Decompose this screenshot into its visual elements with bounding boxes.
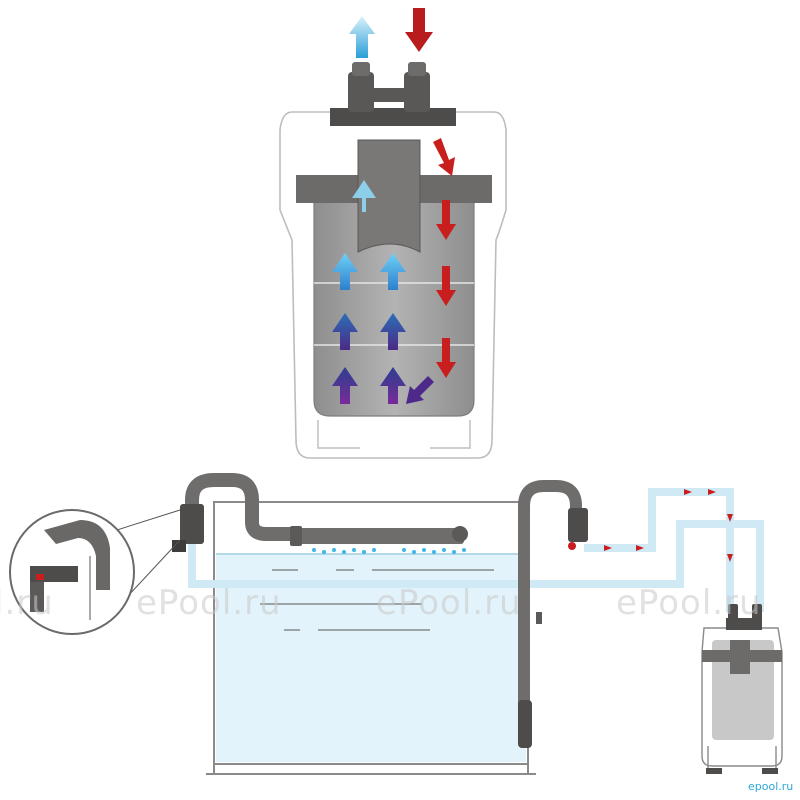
hose-in [548, 520, 764, 612]
central-tube [357, 139, 421, 253]
canister-filter-small [701, 604, 783, 774]
arrow-right-icon [636, 545, 644, 551]
arrow-up-icon [332, 253, 358, 290]
arrow-up-icon [380, 313, 406, 350]
watermark: ePool.ru [376, 583, 522, 623]
arrow-down-icon [436, 200, 456, 240]
arrow-down-icon [405, 8, 433, 52]
arrow-up-icon [380, 253, 406, 290]
brand-logo: epool.ru [748, 780, 793, 793]
media-basket [313, 179, 475, 417]
detail-callout [9, 509, 181, 635]
arrow-right-icon [604, 545, 612, 551]
arrow-right-icon [684, 489, 692, 495]
arrow-down-icon [436, 266, 456, 306]
canister-lid [330, 108, 456, 126]
canister-filter-large [279, 8, 507, 459]
inlet-valve [404, 62, 430, 112]
arrow-up-icon [332, 313, 358, 350]
arrow-up-icon [352, 180, 376, 212]
hose-out [584, 488, 734, 612]
arrow-diag-icon [406, 376, 434, 404]
arrow-up-icon [332, 367, 358, 404]
spray-droplets [312, 548, 466, 554]
outlet-valve [348, 62, 374, 112]
arrow-down-icon [436, 338, 456, 378]
watermark: ePool.ru [136, 583, 282, 623]
arrow-down-icon [727, 554, 733, 562]
arrow-down-icon [727, 514, 733, 522]
water [216, 554, 526, 762]
intake-pipe [518, 480, 582, 730]
watermark: l.ru [0, 583, 54, 623]
arrow-up-icon [349, 16, 375, 58]
aquarium-setup [9, 473, 783, 775]
arrow-right-icon [708, 489, 716, 495]
spray-bar [292, 528, 464, 544]
arrow-up-icon [380, 367, 406, 404]
outlet-pipe [185, 473, 303, 543]
watermark: ePool.ru [616, 583, 762, 623]
arrow-down-icon [433, 138, 455, 176]
